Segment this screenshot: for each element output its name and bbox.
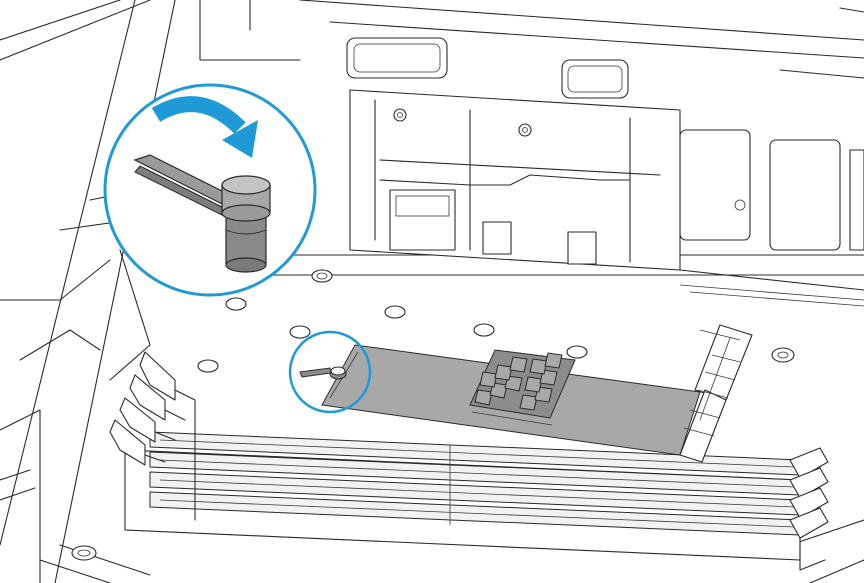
heatsink [469, 349, 576, 426]
drive-bracket [349, 89, 864, 307]
chassis-screw-holes [71, 269, 795, 561]
latch-zoom-callout [103, 83, 317, 297]
memory-slots [109, 351, 829, 571]
m2-expansion-card [299, 324, 753, 463]
latch-highlight-circle [288, 330, 372, 414]
rotate-clockwise-arrow-icon [151, 96, 258, 158]
rear-panel-slots [346, 37, 864, 251]
